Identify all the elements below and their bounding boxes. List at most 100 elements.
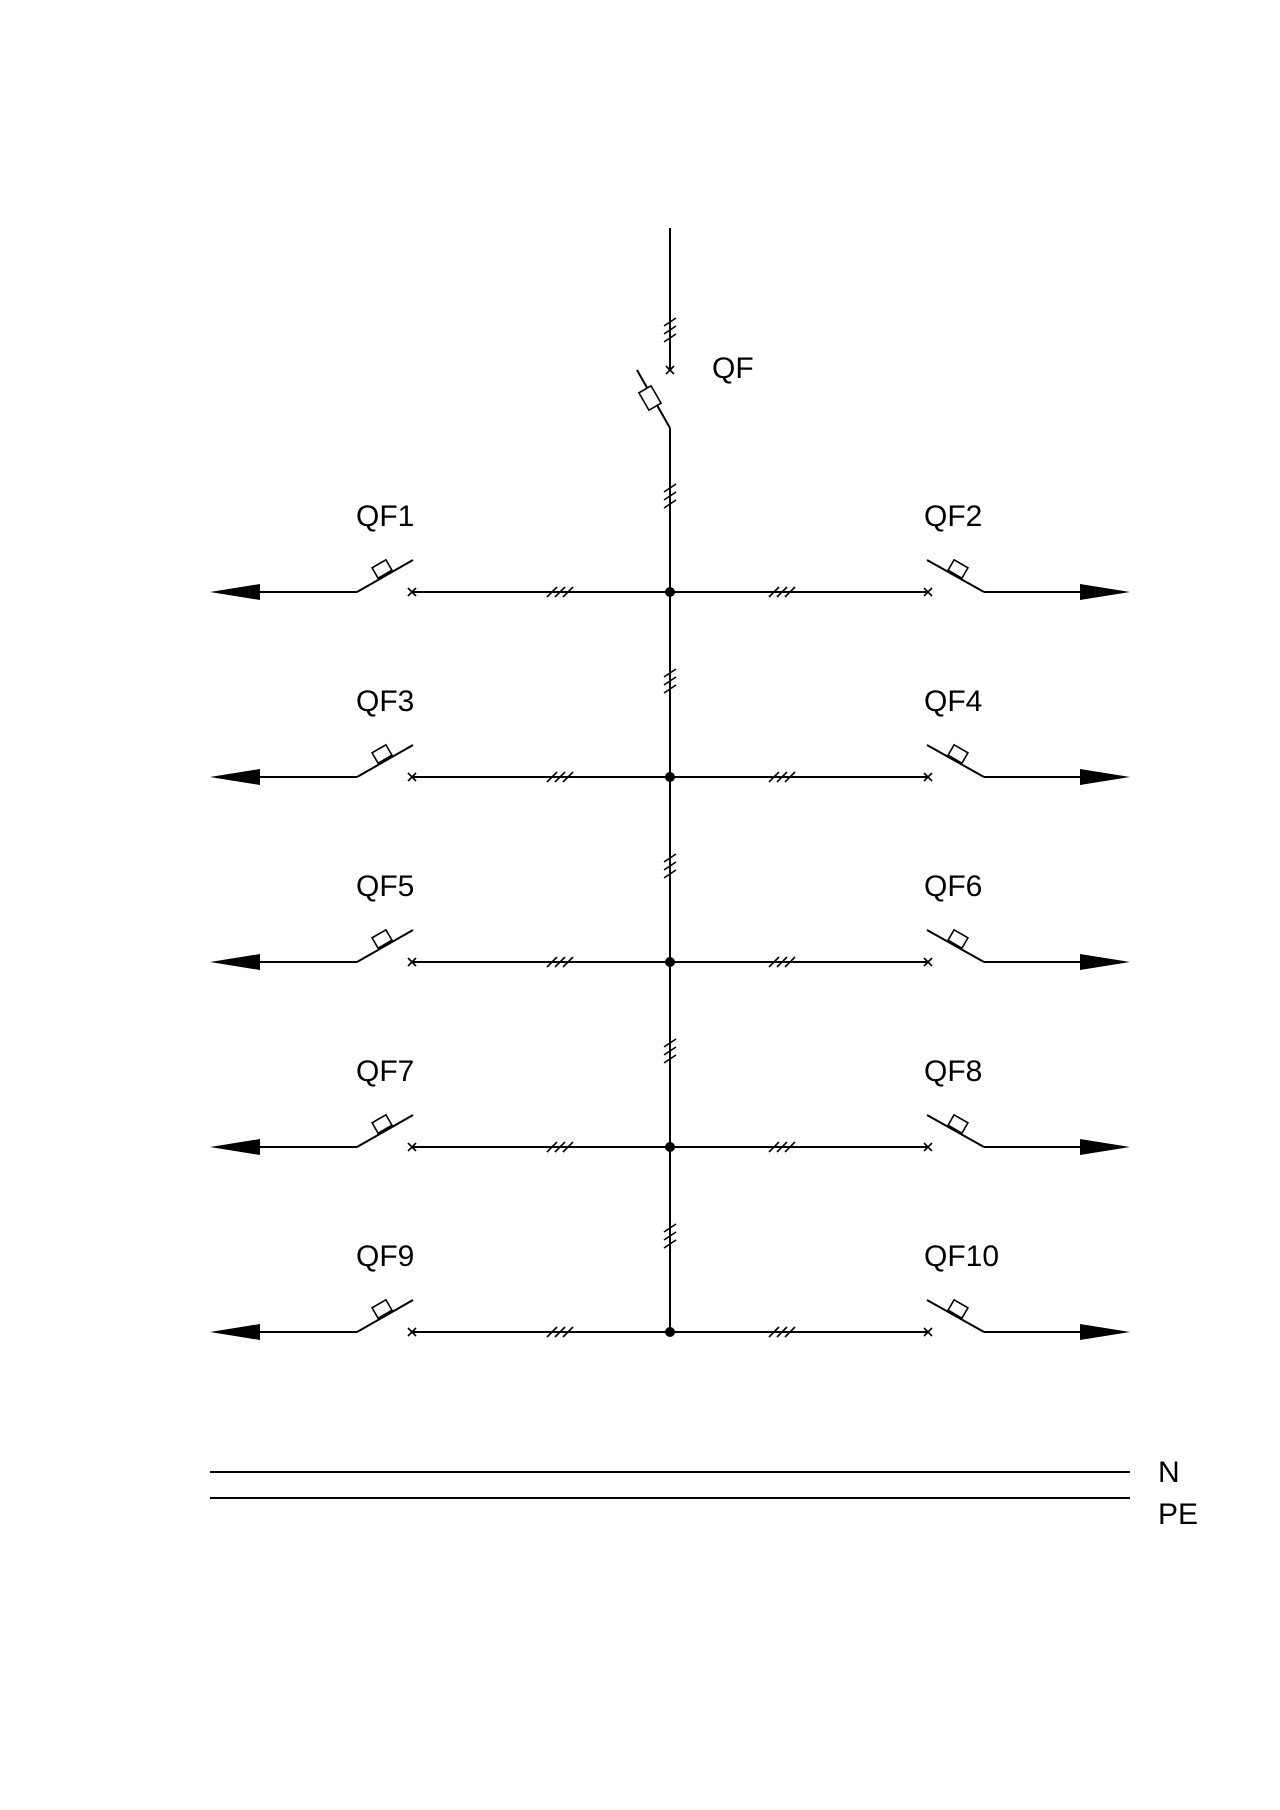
left-feeder-conductor-ticks-stroke — [546, 586, 558, 598]
right-feeder-conductor-ticks-stroke — [768, 771, 780, 783]
left-feeder-conductor-ticks-stroke — [554, 586, 566, 598]
left-breaker-trip-element — [370, 1298, 394, 1320]
left-breaker-label: QF9 — [356, 1240, 414, 1273]
left-feeder-conductor-ticks-stroke — [554, 771, 566, 783]
left-breaker-contact-stroke — [407, 957, 417, 967]
left-breaker-label: QF7 — [356, 1055, 414, 1088]
left-feeder-conductor-ticks — [546, 1141, 574, 1153]
right-breaker-contact — [923, 587, 933, 597]
left-breaker-blade — [356, 559, 414, 593]
busbar-conductor-ticks — [663, 483, 677, 509]
main-breaker-contact-stroke — [665, 365, 675, 375]
right-outgoing-arrow — [1080, 1324, 1130, 1340]
right-outgoing-arrow — [1080, 954, 1130, 970]
main-breaker-label: QF — [712, 352, 754, 385]
left-feeder-conductor-ticks — [546, 956, 574, 968]
bus-section: N PE — [210, 1456, 1198, 1531]
busbar-conductor-ticks-stroke — [663, 1223, 677, 1233]
busbar-conductor-ticks-stroke — [663, 861, 677, 871]
busbar-conductor-ticks-stroke — [663, 1239, 677, 1249]
busbar-conductor-ticks — [663, 853, 677, 879]
right-breaker-contact — [923, 1327, 933, 1337]
busbar-junction-dot — [665, 957, 675, 967]
right-breaker-blade — [926, 559, 985, 593]
busbar-conductor-ticks-stroke — [663, 1038, 677, 1048]
right-outgoing-arrow — [1080, 584, 1130, 600]
left-outgoing-arrow — [210, 954, 260, 970]
right-breaker-blade — [926, 744, 985, 778]
right-feeder-conductor-ticks-stroke — [784, 771, 796, 783]
right-feeder-conductor-ticks-stroke — [768, 1326, 780, 1338]
left-breaker-label: QF5 — [356, 870, 414, 903]
right-breaker-contact — [923, 1142, 933, 1152]
right-feeder-conductor-ticks-stroke — [768, 586, 780, 598]
busbar-conductor-ticks — [663, 668, 677, 694]
incoming-conductor-ticks — [663, 317, 677, 343]
left-breaker-blade — [356, 744, 414, 778]
left-feeder-conductor-ticks-stroke — [546, 1326, 558, 1338]
busbar-conductor-ticks-stroke — [663, 853, 677, 863]
right-feeder-conductor-ticks-stroke — [776, 1326, 788, 1338]
left-breaker-label: QF1 — [356, 500, 414, 533]
right-breaker-contact-stroke — [923, 957, 933, 967]
right-outgoing-arrow — [1080, 1139, 1130, 1155]
right-feeder-conductor-ticks — [768, 1326, 796, 1338]
busbar-conductor-ticks-stroke — [663, 684, 677, 694]
busbar-junction-dot — [665, 587, 675, 597]
right-feeder-conductor-ticks — [768, 586, 796, 598]
busbar-junction-dot — [665, 772, 675, 782]
busbar-junction-dot — [665, 1327, 675, 1337]
left-breaker-contact — [407, 1142, 417, 1152]
left-breaker-trip-element — [370, 558, 394, 580]
left-breaker-blade — [356, 1299, 414, 1333]
left-breaker-contact — [407, 587, 417, 597]
right-breaker-contact-stroke — [923, 587, 933, 597]
right-breaker-contact-stroke — [923, 1142, 933, 1152]
protective-earth-bus-label: PE — [1158, 1498, 1198, 1531]
right-breaker-blade — [926, 929, 985, 963]
incoming-conductor-ticks-stroke — [663, 317, 677, 327]
left-feeder-conductor-ticks-stroke — [546, 771, 558, 783]
left-breaker-contact — [407, 957, 417, 967]
right-feeder-conductor-ticks-stroke — [776, 771, 788, 783]
right-feeder-conductor-ticks-stroke — [784, 956, 796, 968]
left-breaker-contact-stroke — [407, 1142, 417, 1152]
right-breaker-label: QF4 — [924, 685, 982, 718]
right-breaker-trip-element — [946, 1113, 970, 1135]
busbar-conductor-ticks-stroke — [663, 676, 677, 686]
left-feeder-conductor-ticks-stroke — [562, 586, 574, 598]
right-feeder-conductor-ticks — [768, 956, 796, 968]
left-breaker-trip-element — [370, 743, 394, 765]
right-feeder-conductor-ticks-stroke — [768, 1141, 780, 1153]
incoming-conductor-ticks-stroke — [663, 333, 677, 343]
busbar-conductor-ticks-stroke — [663, 668, 677, 678]
busbar-conductor-ticks-stroke — [663, 483, 677, 493]
right-feeder-conductor-ticks-stroke — [776, 586, 788, 598]
busbar-conductor-ticks-stroke — [663, 1231, 677, 1241]
left-outgoing-arrow — [210, 1139, 260, 1155]
busbar-conductor-ticks — [663, 1038, 677, 1064]
left-feeder-conductor-ticks-stroke — [546, 956, 558, 968]
left-feeder-conductor-ticks-stroke — [562, 771, 574, 783]
left-feeder-conductor-ticks-stroke — [546, 1141, 558, 1153]
left-feeder-conductor-ticks-stroke — [554, 1326, 566, 1338]
left-breaker-blade — [356, 1114, 414, 1148]
right-breaker-contact — [923, 957, 933, 967]
right-breaker-trip-element — [946, 928, 970, 950]
right-feeder-conductor-ticks-stroke — [784, 1326, 796, 1338]
left-breaker-label: QF3 — [356, 685, 414, 718]
left-feeder-conductor-ticks-stroke — [562, 1141, 574, 1153]
incoming-conductor-ticks-stroke — [663, 325, 677, 335]
left-outgoing-arrow — [210, 1324, 260, 1340]
right-breaker-trip-element — [946, 743, 970, 765]
left-feeder-conductor-ticks-stroke — [562, 1326, 574, 1338]
right-breaker-contact-stroke — [923, 1327, 933, 1337]
left-feeder-conductor-ticks — [546, 586, 574, 598]
right-breaker-trip-element — [946, 558, 970, 580]
right-feeder-conductor-ticks — [768, 771, 796, 783]
main-breaker-section: QF — [636, 228, 754, 429]
